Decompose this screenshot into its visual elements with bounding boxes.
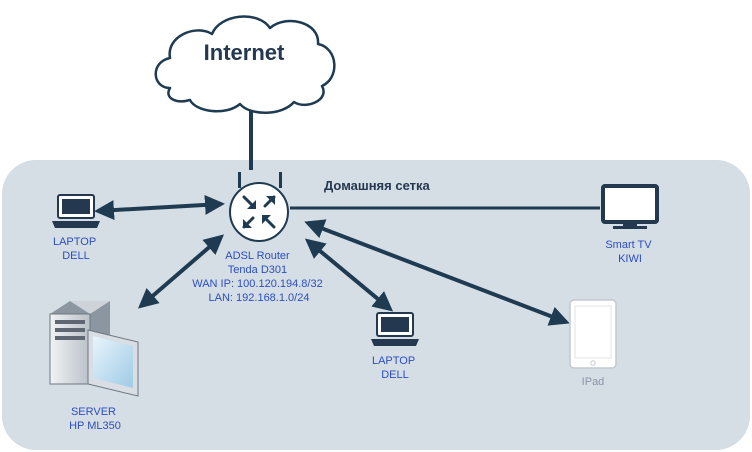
svg-text:LAPTOP DELL: LAPTOP DELL — [372, 355, 418, 381]
monitor-icon — [601, 184, 659, 229]
laptop-mid-label-line-2: DELL — [381, 369, 409, 381]
tv-label-line-1: Smart TV — [605, 239, 652, 251]
server[interactable]: SERVER HP ML350 — [49, 301, 139, 432]
router-label-line-3: WAN IP: 100.120.194.8/32 — [192, 278, 322, 290]
svg-text:SERVER HP ML350: SERVER HP ML350 — [69, 406, 121, 432]
laptop-middle[interactable]: LAPTOP DELL — [371, 312, 419, 381]
smart-tv[interactable]: Smart TV KIWI — [601, 184, 659, 265]
link-router-ipad — [304, 219, 570, 326]
server-label-line-2: HP ML350 — [69, 420, 121, 432]
tv-label-line-2: KIWI — [618, 253, 642, 265]
ipad-label: IPad — [582, 376, 605, 388]
laptop-top-label-line-2: DELL — [62, 250, 90, 262]
laptop-top-left[interactable]: LAPTOP DELL — [52, 194, 100, 262]
laptop-icon — [371, 312, 419, 346]
svg-text:Smart TV KIWI: Smart TV KIWI — [605, 239, 654, 265]
ipad[interactable]: IPad — [569, 299, 617, 388]
router-label-line-1: ADSL Router — [225, 250, 290, 262]
internet-label: Internet — [204, 40, 285, 65]
laptop-mid-label-line-1: LAPTOP — [372, 355, 415, 367]
server-computer-icon — [49, 301, 139, 397]
laptop-icon — [52, 194, 100, 228]
router-icon — [229, 172, 289, 242]
zone-label: Домашняя сетка — [324, 178, 430, 193]
svg-text:LAPTOP DELL: LAPTOP DELL — [53, 236, 99, 262]
router[interactable]: ADSL Router Tenda D301 WAN IP: 100.120.1… — [192, 172, 326, 304]
router-label-line-2: Tenda D301 — [228, 264, 287, 276]
link-laptop-top-router — [94, 194, 225, 221]
server-label-line-1: SERVER — [71, 406, 116, 418]
cloud-icon — [154, 15, 336, 114]
router-label-line-4: LAN: 192.168.1.0/24 — [209, 292, 310, 304]
link-server-router — [137, 234, 225, 309]
laptop-top-label-line-1: LAPTOP — [53, 236, 96, 248]
svg-text:ADSL Router Tenda D301: ADSL Router Tenda D301 WAN IP: 100.120.1… — [192, 250, 326, 304]
tablet-icon — [569, 299, 617, 369]
internet-cloud: Internet — [154, 15, 336, 114]
